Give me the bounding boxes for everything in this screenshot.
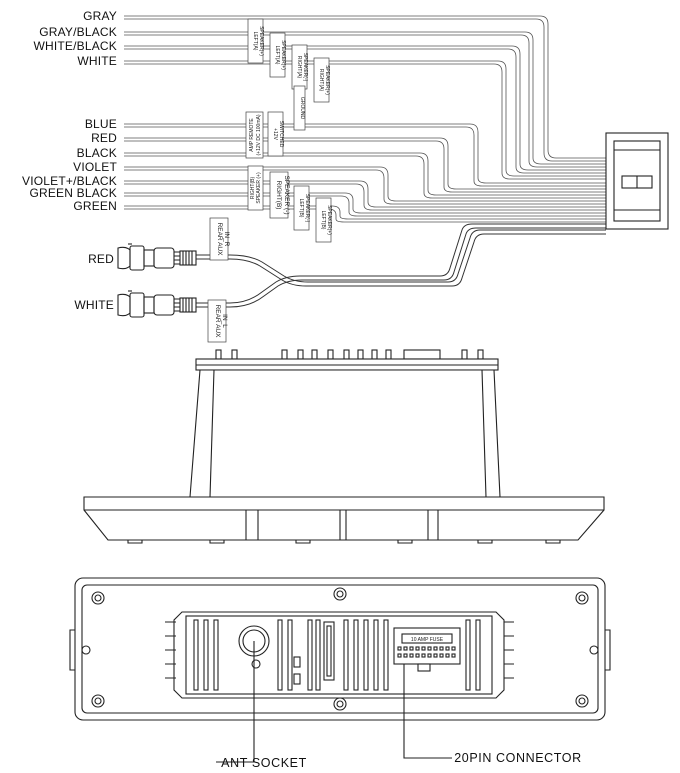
wire-label-gray: GRAY — [83, 9, 117, 23]
tag-left-a-2: SPEAKER(+) — [258, 26, 264, 56]
tag-left-a-plus-2: SPEAKER(+) — [280, 40, 286, 70]
tag-left-b-minus-1: LEFT(B) — [298, 199, 304, 218]
tag-amp-remote-1: AMP REMOTE — [249, 118, 255, 152]
rca-plug-white: WHITE — [74, 290, 197, 318]
tag-rear-aux-l-1: REAR AUX — [214, 305, 221, 339]
tag-rear-aux-r-2: IN_R — [223, 232, 230, 247]
ant-socket-label: ANT SOCKET — [221, 756, 307, 770]
tag-right-a-plus-2: SPEAKER(+) — [324, 65, 330, 95]
wire-tags: LEFT(A) SPEAKER(+) LEFT(A) SPEAKER(+) RI… — [207, 18, 332, 343]
wire-label-white: WHITE — [77, 54, 117, 68]
tag-right-a-minus-2: SPEAKER(-) — [302, 53, 308, 82]
rca-label-red: RED — [88, 252, 114, 266]
tag-amp-remote-2: (+12V DC 100mA) — [256, 114, 262, 155]
tag-left-b-minus-2: SPEAKER(-) — [304, 194, 310, 223]
tag-right-a-minus-1: RIGHT(A) — [296, 56, 302, 79]
wire-label-white-black: WHITE/BLACK — [33, 39, 117, 53]
rca-label-white: WHITE — [74, 298, 114, 312]
tag-right-b-minus-2: SPEAKER (-) — [283, 175, 290, 214]
wire-label-violet: VIOLET — [73, 160, 117, 174]
fuse-label: 10 AMP FUSE — [411, 637, 444, 643]
tag-switched-2: SWITCHED — [278, 121, 284, 148]
wire-label-blue: BLUE — [85, 117, 117, 131]
tag-right-b-plus-1: RIGHT(B) — [250, 177, 256, 200]
wire-label-black: BLACK — [77, 146, 117, 160]
tag-left-a-1: LEFT(A) — [252, 32, 258, 51]
tag-right-b-minus-1: RIGHT(B) — [275, 181, 282, 210]
wire-label-violet-black: VIOLET+/BLACK — [22, 174, 117, 188]
tag-left-b-plus-1: LEFT(B) — [320, 211, 326, 230]
tag-right-b-plus-2: SPEAKER (+) — [256, 172, 262, 204]
tag-right-a-plus-1: RIGHT(A) — [318, 69, 324, 92]
wire-label-red: RED — [91, 131, 117, 145]
tag-ground: GROUND — [299, 97, 305, 120]
wire-label-green-black: GREEN BLACK — [29, 186, 117, 200]
unit-side-view — [83, 349, 605, 544]
wire-labels: GRAY GRAY/BLACK WHITE/BLACK WHITE BLUE R… — [22, 9, 117, 213]
tag-rear-aux-r-1: REAR AUX — [216, 223, 223, 257]
connector-label: 20PIN CONNECTOR — [454, 751, 582, 765]
harness-connector — [605, 132, 669, 230]
wire-label-gray-black: GRAY/BLACK — [39, 25, 117, 39]
rca-plug-red: RED — [88, 243, 197, 271]
tag-rear-aux-l-2: IN_L — [221, 314, 228, 328]
wire-label-green: GREEN — [73, 199, 117, 213]
rear-panel: 10 AMP FUSE — [69, 577, 611, 763]
tag-switched-1: +12V — [272, 128, 278, 140]
tag-left-a-plus-1: LEFT(A) — [274, 46, 280, 65]
tag-left-b-plus-2: SPEAKER(+) — [326, 205, 332, 235]
